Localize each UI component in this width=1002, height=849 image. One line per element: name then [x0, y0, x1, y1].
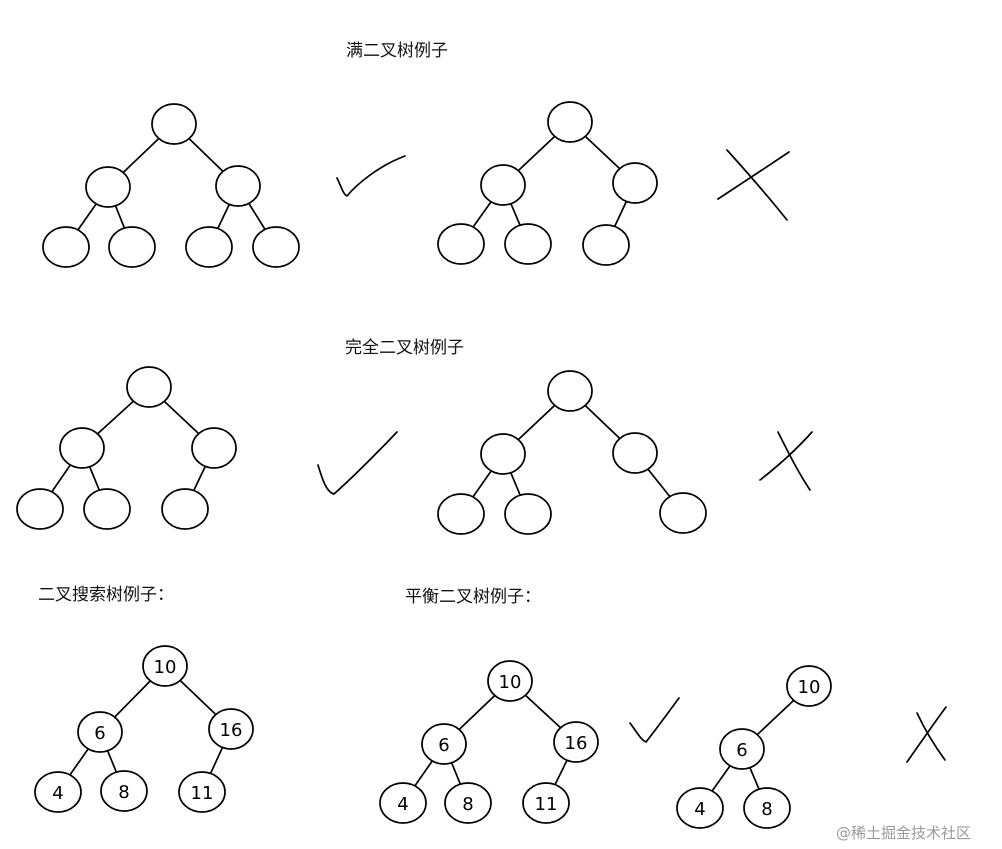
watermark: @稀土掘金技术社区 [836, 824, 972, 842]
cross-mark-icon [717, 149, 790, 221]
tree-node: 10 [142, 645, 188, 687]
tree-node [161, 488, 209, 530]
tree-node: 16 [208, 708, 254, 750]
tree-node [547, 101, 593, 143]
node-label: 4 [52, 783, 63, 804]
tree-node [612, 162, 658, 204]
tree-node: 16 [553, 721, 599, 763]
node-label: 6 [736, 740, 747, 761]
tree-node [480, 433, 526, 475]
node-label: 6 [94, 723, 105, 744]
tree-node: 4 [676, 787, 724, 829]
tree-node [42, 226, 90, 268]
tree-full-valid [42, 103, 300, 268]
node-label: 10 [154, 657, 177, 678]
tree-bst: 10 6 16 4 8 11 [34, 645, 254, 813]
node-label: 8 [761, 799, 772, 820]
tree-node: 8 [743, 787, 791, 829]
check-mark-icon [317, 431, 398, 495]
tree-avl-valid: 10 6 16 4 8 11 [379, 660, 599, 824]
tree-complete-invalid [437, 370, 707, 535]
tree-node: 8 [100, 770, 148, 812]
node-label: 16 [220, 720, 243, 741]
label-complete-binary-tree: 完全二叉树例子 [345, 338, 464, 358]
tree-node [252, 226, 300, 268]
tree-node [582, 224, 630, 266]
node-label: 16 [565, 733, 588, 754]
tree-node [108, 226, 156, 268]
node-label: 6 [438, 735, 449, 756]
check-mark-icon [629, 697, 680, 743]
label-binary-search-tree: 二叉搜索树例子： [38, 585, 174, 605]
tree-node [504, 493, 552, 535]
tree-avl-invalid: 10 6 4 8 [676, 665, 832, 829]
tree-complete-valid [16, 366, 237, 530]
tree-node [151, 103, 197, 145]
tree-node [659, 492, 707, 534]
node-label: 8 [118, 782, 129, 803]
tree-node [437, 493, 485, 535]
label-balanced-binary-tree: 平衡二叉树例子： [405, 587, 541, 607]
tree-node [185, 226, 233, 268]
tree-node: 11 [522, 782, 570, 824]
tree-node: 10 [786, 665, 832, 707]
tree-node [16, 488, 64, 530]
tree-node: 4 [379, 782, 427, 824]
node-label: 11 [535, 794, 558, 815]
tree-full-invalid [437, 101, 658, 266]
label-full-binary-tree: 满二叉树例子 [346, 41, 448, 61]
tree-node [215, 165, 261, 207]
node-label: 10 [798, 677, 821, 698]
tree-node: 8 [444, 782, 492, 824]
check-mark-icon [336, 155, 406, 197]
tree-node [480, 164, 526, 206]
node-label: 4 [397, 794, 408, 815]
tree-node [504, 223, 552, 265]
node-label: 10 [499, 672, 522, 693]
tree-node: 11 [178, 771, 226, 813]
tree-node [437, 223, 485, 265]
cross-mark-icon [759, 431, 813, 491]
tree-node [547, 370, 593, 412]
tree-node: 6 [77, 711, 123, 753]
node-label: 11 [191, 783, 214, 804]
tree-node [85, 166, 131, 208]
tree-node: 10 [487, 660, 533, 702]
node-label: 8 [462, 794, 473, 815]
tree-node [191, 427, 237, 469]
tree-node [612, 432, 658, 474]
cross-mark-icon [906, 706, 947, 763]
tree-node: 6 [421, 723, 467, 765]
node-label: 4 [694, 799, 705, 820]
tree-node [83, 488, 131, 530]
tree-node: 6 [719, 728, 765, 770]
tree-node [59, 427, 105, 469]
tree-node [126, 366, 172, 408]
tree-node: 4 [34, 771, 82, 813]
